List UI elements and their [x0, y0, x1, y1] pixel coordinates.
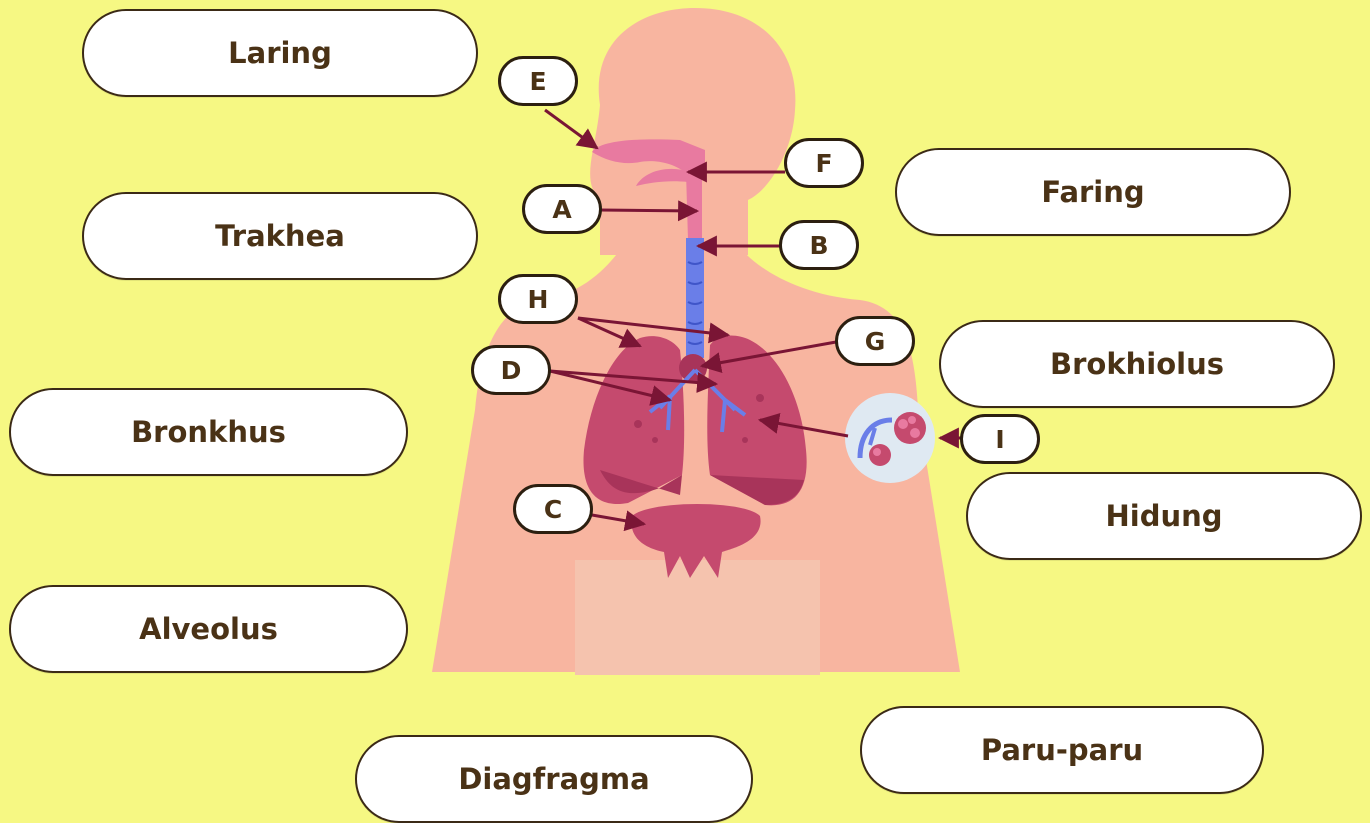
answer-alveolus[interactable]: Alveolus [9, 585, 408, 673]
answer-hidung[interactable]: Hidung [966, 472, 1362, 560]
marker-e: E [498, 56, 578, 106]
trachea-shape [686, 238, 704, 358]
marker-f: F [784, 138, 864, 188]
marker-d: D [471, 345, 551, 395]
marker-i: I [960, 414, 1040, 464]
marker-a: A [522, 184, 602, 234]
answer-laring[interactable]: Laring [82, 9, 478, 97]
answer-bronkhus[interactable]: Bronkhus [9, 388, 408, 476]
alveolus-inset [845, 393, 935, 483]
marker-g: G [835, 316, 915, 366]
marker-h: H [498, 274, 578, 324]
answer-diagfragma[interactable]: Diagfragma [355, 735, 753, 823]
answer-trakhea[interactable]: Trakhea [82, 192, 478, 280]
answer-faring[interactable]: Faring [895, 148, 1291, 236]
arrow-e [545, 110, 597, 148]
answer-brokhiolus[interactable]: Brokhiolus [939, 320, 1335, 408]
marker-b: B [779, 220, 859, 270]
larynx-shape [686, 172, 702, 240]
marker-c: C [513, 484, 593, 534]
arrow-a [600, 210, 697, 211]
answer-paru-paru[interactable]: Paru-paru [860, 706, 1264, 794]
